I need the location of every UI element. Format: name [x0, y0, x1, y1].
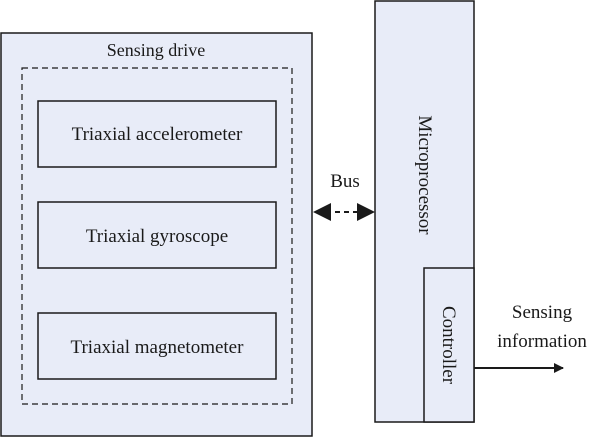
magnetometer-box — [37, 312, 277, 380]
controller-label: Controller — [438, 306, 459, 385]
bus-label: Bus — [330, 171, 360, 192]
bus-arrow-right-icon — [357, 203, 375, 221]
bus-arrow-left-icon — [313, 203, 331, 221]
accelerometer-box — [37, 100, 277, 168]
sensor-group-dashed-box — [21, 67, 293, 405]
magnetometer-label: Triaxial magnetometer — [71, 337, 245, 358]
sensing-drive-title: Sensing drive — [107, 40, 206, 60]
microprocessor-label: Microprocessor — [414, 115, 435, 235]
output-label-line1: Sensing — [512, 302, 573, 323]
controller-box — [423, 267, 475, 423]
gyroscope-box — [37, 201, 277, 269]
gyroscope-label: Triaxial gyroscope — [86, 226, 228, 247]
accelerometer-label: Triaxial accelerometer — [72, 124, 243, 145]
output-label-line2: information — [497, 331, 587, 352]
